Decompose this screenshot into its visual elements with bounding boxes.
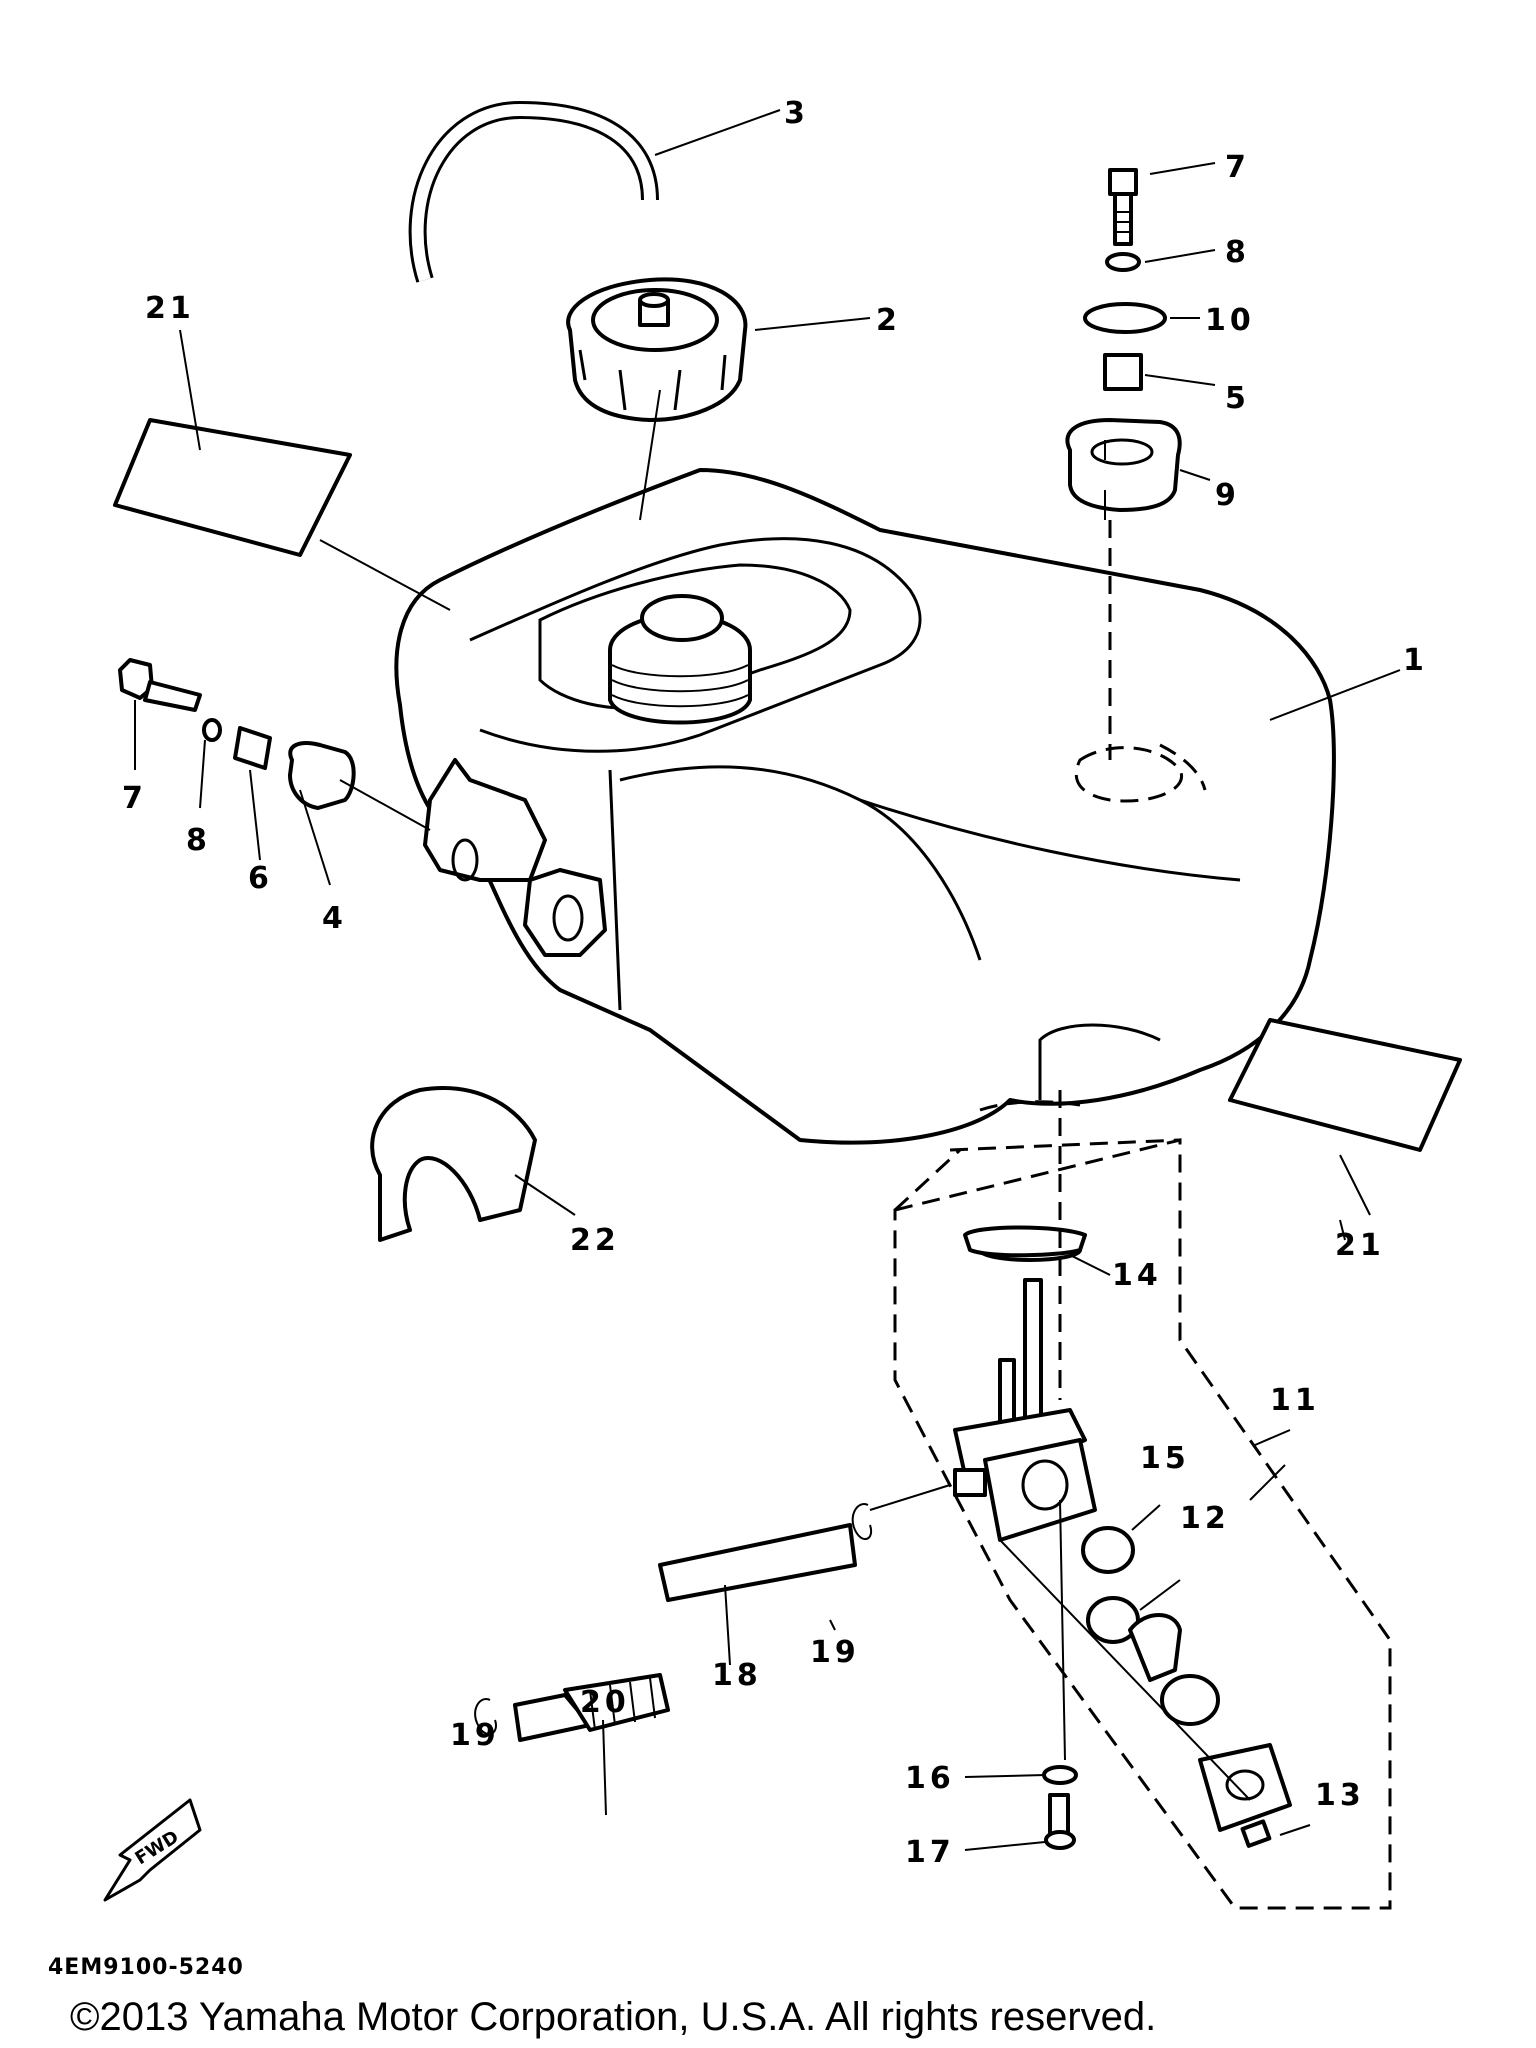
callout-22: 22: [570, 1223, 620, 1258]
callout-19-left: 19: [450, 1718, 500, 1753]
left-mount-hardware[interactable]: [118, 658, 356, 810]
callout-16: 16: [905, 1761, 955, 1796]
right-mount-hardware[interactable]: [1065, 168, 1182, 512]
callout-6: 6: [248, 861, 273, 896]
fuel-cap-part[interactable]: [566, 277, 748, 422]
callout-17: 17: [905, 1835, 955, 1870]
callout-9: 9: [1215, 478, 1240, 513]
callout-12: 12: [1180, 1501, 1230, 1536]
fuel-tank-part[interactable]: [394, 468, 1336, 1145]
breather-hose-part[interactable]: [408, 100, 659, 283]
decal-right-part[interactable]: [1228, 1018, 1462, 1152]
callout-2: 2: [876, 303, 901, 338]
fwd-arrow-icon: FWD: [103, 1798, 202, 1902]
callout-14: 14: [1112, 1258, 1162, 1293]
fuel-cock-assembly[interactable]: [893, 1138, 1392, 1910]
callout-21-left: 21: [145, 291, 195, 326]
callout-13: 13: [1315, 1778, 1365, 1813]
decal-left-part[interactable]: [113, 418, 352, 557]
callout-15: 15: [1140, 1441, 1190, 1476]
callout-18: 18: [712, 1658, 762, 1693]
callout-3: 3: [784, 96, 809, 131]
copyright-notice: ©2013 Yamaha Motor Corporation, U.S.A. A…: [70, 1995, 1156, 2039]
callout-7-right: 7: [1225, 150, 1250, 185]
callout-19-right: 19: [810, 1635, 860, 1670]
callout-labels: 3 2 7 8 10 5 9 1 21 7 8 6 4 22 14 21 11 …: [122, 96, 1428, 1870]
callout-1: 1: [1403, 643, 1428, 678]
callout-8-left: 8: [186, 823, 211, 858]
drawing-code: 4EM9100-5240: [48, 1955, 244, 1980]
leader-lines: [134, 109, 1401, 1851]
callout-10: 10: [1205, 303, 1255, 338]
callout-4: 4: [322, 901, 347, 936]
callout-21-right: 21: [1335, 1228, 1385, 1263]
callout-7-left: 7: [122, 781, 147, 816]
u-clip-part[interactable]: [370, 1086, 537, 1242]
callout-8-right: 8: [1225, 235, 1250, 270]
callout-11: 11: [1270, 1383, 1320, 1418]
fuel-line-parts[interactable]: [474, 1503, 873, 1742]
callout-5: 5: [1225, 381, 1250, 416]
callout-20: 20: [580, 1685, 630, 1720]
